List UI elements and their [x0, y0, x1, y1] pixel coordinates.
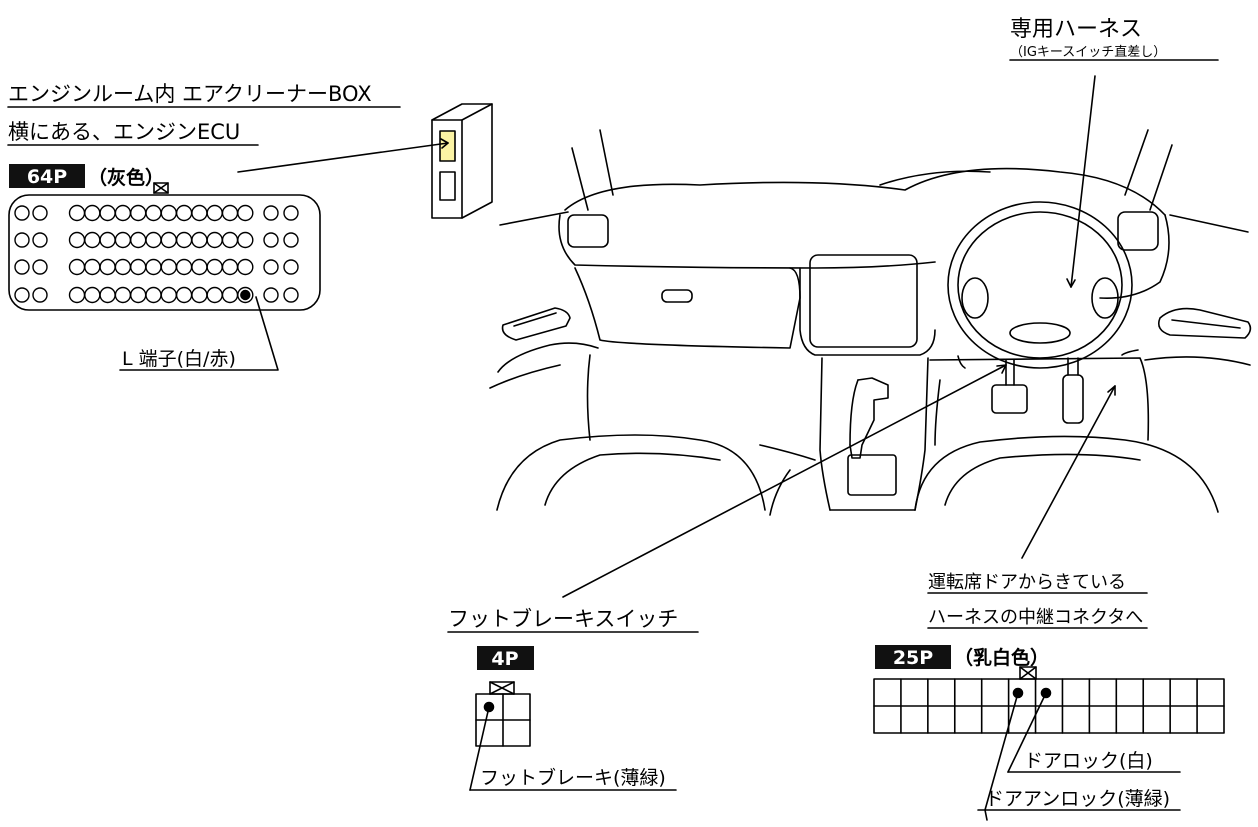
connector-pin: [191, 258, 208, 276]
car-interior-illustration: [489, 129, 1252, 516]
connector-pin: [84, 204, 101, 222]
connector-pin: [129, 258, 147, 276]
pin-count-badge: [9, 164, 85, 188]
connector-pin: [191, 204, 208, 222]
ecu-pin-badge: 64P: [27, 166, 67, 188]
connector-4p: [475, 681, 531, 747]
connector-pin: [114, 231, 132, 249]
foot-brake-pin-badge: 4P: [491, 648, 518, 670]
connector-pin: [32, 287, 48, 303]
connector-pin: [221, 258, 239, 276]
connector-pin: [160, 231, 178, 249]
connector-pin: [175, 231, 193, 249]
connector-pin: [206, 286, 223, 304]
connector-pin: [237, 204, 254, 222]
foot-brake-wire-label: フットブレーキ(薄緑): [480, 766, 666, 789]
connector-pin: [263, 259, 279, 275]
connector-pin: [160, 258, 178, 276]
pin-count-badge: [875, 645, 951, 669]
connector-pin: [221, 286, 239, 304]
connector-pin: [160, 286, 178, 304]
ecu-location-line1: エンジンルーム内 エアクリーナーBOX: [8, 82, 372, 106]
connector-pin: [99, 204, 116, 222]
ecu-location-line2: 横にある、エンジンECU: [8, 120, 240, 144]
harness-subtitle: （IGキースイッチ直差し）: [1010, 45, 1166, 60]
connector-pin: [283, 287, 299, 303]
connector-pin: [263, 205, 279, 221]
connector-pin: [191, 286, 208, 304]
connector-pin: [14, 232, 30, 248]
door-line1: 運転席ドアからきている: [928, 572, 1126, 593]
connector-pin: [263, 287, 279, 303]
pin-count-badge: [477, 646, 534, 670]
connector-pin: [84, 231, 101, 249]
connector-pin: [175, 204, 193, 222]
connector-pin: [84, 258, 101, 276]
connector-pin: [191, 231, 208, 249]
door-lock-label: ドアロック(白): [1024, 750, 1153, 772]
connector-pin: [129, 204, 147, 222]
connector-pin: [32, 205, 48, 221]
connector-pin: [68, 231, 86, 249]
connector-25p: [873, 666, 1225, 734]
connector-pin: [237, 258, 254, 276]
connector-pin: [206, 231, 223, 249]
connector-pin: [221, 231, 239, 249]
ecu-terminal-label: L 端子(白/赤): [122, 348, 236, 370]
connector-pin: [145, 204, 162, 222]
engine-ecu-box: [431, 103, 493, 219]
connector-pin: [283, 232, 299, 248]
ecu-color-label: （灰色）: [88, 166, 164, 189]
connector-pin: [99, 231, 116, 249]
connector-pin: [175, 286, 193, 304]
connector-pin: [32, 259, 48, 275]
connector-pin: [68, 204, 86, 222]
connector-64p: [8, 182, 321, 311]
connector-pin: [14, 259, 30, 275]
connector-pin: [114, 204, 132, 222]
connector-pin: [160, 204, 178, 222]
door-color-label: （乳白色）: [954, 646, 1049, 669]
connector-pin: [129, 286, 147, 304]
connector-pin: [84, 286, 101, 304]
connector-pin: [14, 287, 30, 303]
connector-pin: [206, 204, 223, 222]
pin-grid-64p: [14, 204, 299, 304]
harness-title: 専用ハーネス: [1010, 17, 1142, 42]
leader-lines: [7, 59, 1219, 821]
door-pin-badge: 25P: [893, 647, 933, 669]
pin-l-terminal: [240, 289, 251, 301]
connector-pin: [221, 204, 239, 222]
connector-pin: [175, 258, 193, 276]
connector-pin: [283, 205, 299, 221]
connector-pin: [68, 286, 86, 304]
connector-pin: [206, 258, 223, 276]
connector-pin: [263, 232, 279, 248]
ecu-connector-highlight: [439, 130, 456, 162]
connector-pin: [145, 258, 162, 276]
connector-pin: [145, 231, 162, 249]
door-line2: ハーネスの中継コネクタへ: [928, 607, 1143, 628]
connector-pin: [32, 232, 48, 248]
connector-pin: [237, 231, 254, 249]
connector-pin: [114, 286, 132, 304]
connector-pin: [129, 231, 147, 249]
connector-pin: [99, 258, 116, 276]
connector-pin: [99, 286, 116, 304]
foot-brake-title: フットブレーキスイッチ: [448, 607, 678, 631]
connector-pin: [145, 286, 162, 304]
connector-pin: [114, 258, 132, 276]
connector-pin: [68, 258, 86, 276]
connector-pin: [283, 259, 299, 275]
connector-pin: [237, 286, 254, 304]
door-unlock-label: ドアアンロック(薄緑): [985, 788, 1170, 810]
connector-pin: [14, 205, 30, 221]
connector-latch-icon: [153, 182, 169, 194]
